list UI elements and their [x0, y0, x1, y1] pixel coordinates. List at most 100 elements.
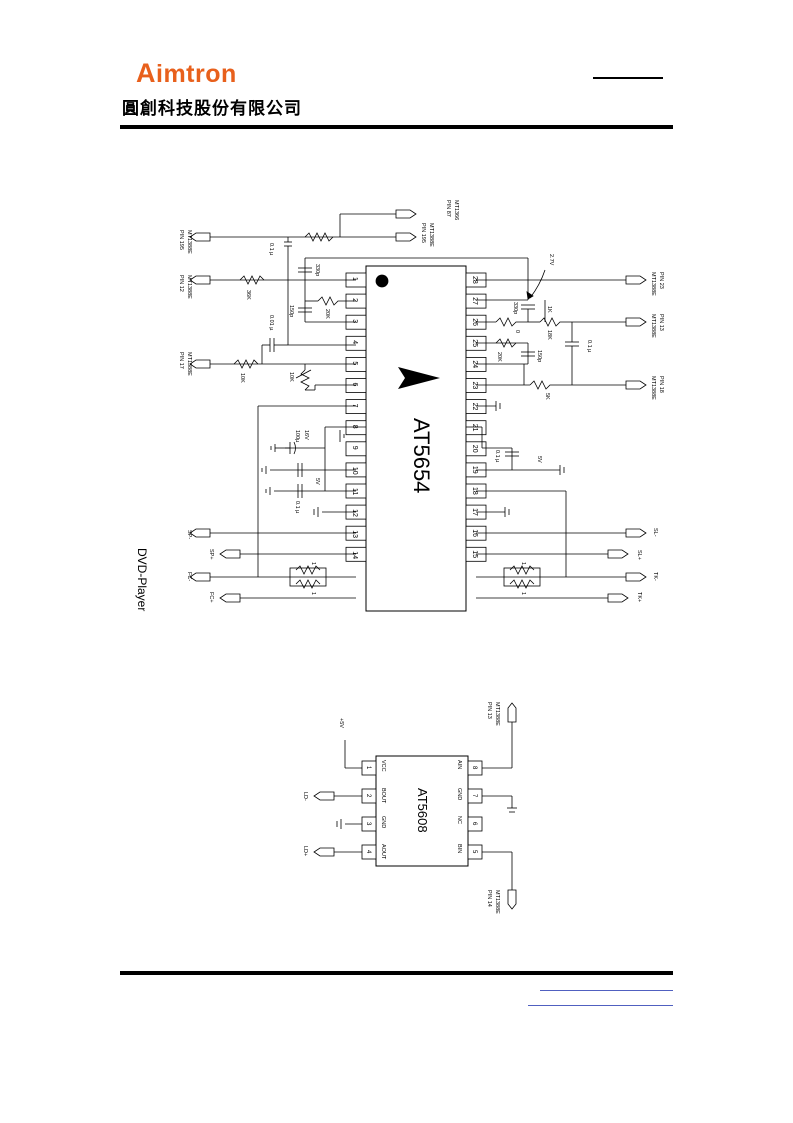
at5654-pin-number: 18 — [471, 487, 478, 495]
at5654-pin-number: 15 — [471, 550, 478, 558]
ld-minus-label: LD- — [302, 792, 308, 801]
res-1-right-b: 1 — [520, 592, 526, 595]
fc-plus-label: FC+ — [208, 592, 214, 603]
company-logo: Aimtron — [136, 58, 237, 89]
chip-logo-mark — [398, 367, 440, 389]
res-5k-label: 5K — [544, 393, 550, 400]
at5654-pin-box — [465, 378, 487, 393]
cap-01u-right-label: 0.1 µ — [586, 340, 592, 353]
at5654-chip-body — [365, 265, 467, 612]
at5654-pin-number: 22 — [471, 403, 478, 411]
res-36k-label: 36K — [245, 290, 251, 300]
sl-minus-label: SL- — [652, 528, 658, 537]
res-10k-b-label: 10K — [288, 372, 294, 382]
fc-minus-label: FC- — [186, 572, 192, 581]
tk-minus-label: TK- — [652, 572, 658, 581]
at5608-pin-label: GND — [456, 788, 462, 800]
at5654-pin-number: 5 — [351, 361, 358, 365]
cap-150p-label: 150p — [288, 305, 294, 317]
at5608-pin-label: AIN — [456, 760, 462, 769]
pin87-label: PIN 87 — [445, 200, 451, 217]
cap-01u-mid-label: 0.1 µ — [294, 501, 300, 514]
at5608-pin-number: 5 — [471, 850, 477, 854]
at5654-pin-box — [345, 441, 367, 457]
at5654-pin-number: 20 — [471, 445, 478, 453]
pin195-top-label: PIN 195 — [420, 223, 426, 243]
at5654-pin-number: 2 — [351, 298, 358, 302]
pin13-d2: PIN 13 — [486, 702, 492, 719]
at5608-pin-label: NC — [456, 816, 462, 824]
at5654-pin-number: 23 — [471, 382, 478, 390]
at5608-pin-box — [467, 816, 483, 832]
at5654-pin-number: 10 — [351, 467, 358, 475]
cap-01u-top-label: 0.1 µ — [268, 243, 274, 256]
cap-01u-21-label: 0.1 µ — [494, 450, 500, 463]
logo-text: imtron — [156, 60, 237, 88]
mt1366-label: MT1366 — [453, 200, 459, 220]
at5654-pin-number: 13 — [351, 530, 358, 538]
at5654-pin-box — [465, 293, 487, 309]
at5654-pin-number: 27 — [471, 297, 478, 305]
at5654-pin-box — [465, 399, 487, 415]
pin12-left-top-label: PIN 12 — [178, 275, 184, 292]
footer-link-underline-1[interactable] — [540, 990, 673, 991]
at5654-pin-number: 6 — [351, 383, 358, 387]
5v-left-label: 5V — [314, 478, 320, 485]
at5654-pin-number: 19 — [471, 466, 478, 474]
pin14-d2: PIN 14 — [486, 890, 492, 907]
footer-link-underline-2[interactable] — [528, 1005, 673, 1006]
at5654-pin-box — [345, 420, 367, 436]
plus5v-label: +5V — [338, 718, 344, 728]
footer-rule — [120, 971, 673, 975]
cap-16v-label: 16V — [303, 430, 309, 440]
pin23-right: PIN 23 — [658, 272, 664, 289]
pin1-marker — [375, 274, 389, 288]
sp-minus-label: SP- — [186, 530, 192, 539]
res-1-left-a: 1 — [310, 562, 316, 565]
res-18k-label: 18K — [546, 330, 552, 340]
cap-150p-right-label: 150p — [536, 350, 542, 362]
at5654-pin-number: 3 — [351, 319, 358, 323]
at5608-pin-label: BOUT — [380, 788, 386, 804]
pin17-left-label: PIN 17 — [178, 352, 184, 369]
at5654-pin-box — [345, 335, 367, 351]
company-name: 圓創科技股份有限公司 — [122, 99, 302, 118]
mt1388e-left-label-a: MT1388E — [186, 275, 192, 299]
at5654-pin-number: 21 — [471, 424, 478, 432]
at5654-pin-number: 26 — [471, 318, 478, 326]
v27-label: 2.7V — [548, 254, 554, 266]
mt1388e-d2-b: MT1388E — [494, 890, 500, 914]
cap-001u-label: 0.01 µ — [268, 315, 274, 331]
at5654-pin-box — [465, 420, 487, 436]
pin18-right: PIN 18 — [658, 376, 664, 393]
at5608-pin-number: 2 — [365, 794, 371, 798]
at5654-pin-number: 17 — [471, 508, 478, 516]
header-underline — [593, 77, 663, 79]
res-20k-right-label: 20K — [496, 352, 502, 362]
at5608-pin-label: AOUT — [380, 844, 386, 860]
mt1388e-d2-a: MT1388E — [494, 702, 500, 726]
res-1-left-b: 1 — [310, 592, 316, 595]
res-0-label: 0 — [514, 330, 520, 333]
at5608-chip-body — [375, 755, 469, 867]
at5654-pin-number: 14 — [351, 551, 358, 559]
header-rule — [120, 125, 673, 129]
sl-plus-label: SL+ — [636, 550, 642, 560]
mt1388e-right-b: MT1388E — [650, 314, 656, 338]
at5654-pin-number: 1 — [351, 277, 358, 281]
res-1k-label: 1K — [546, 306, 552, 313]
mt1388e-right-c: MT1388E — [650, 376, 656, 400]
at5654-pin-number: 11 — [351, 488, 358, 495]
at5654-pin-number: 25 — [471, 339, 478, 347]
pin13-right: PIN 13 — [658, 314, 664, 331]
pin195-left-label: PIN 195 — [178, 230, 184, 250]
at5608-pin-label: BIN — [456, 844, 462, 853]
cap-100u-label: 100µ — [294, 430, 300, 443]
at5654-pin-number: 4 — [351, 340, 358, 344]
res-20k-left-label: 20K — [324, 309, 330, 319]
at5654-pin-number: 9 — [351, 446, 358, 450]
